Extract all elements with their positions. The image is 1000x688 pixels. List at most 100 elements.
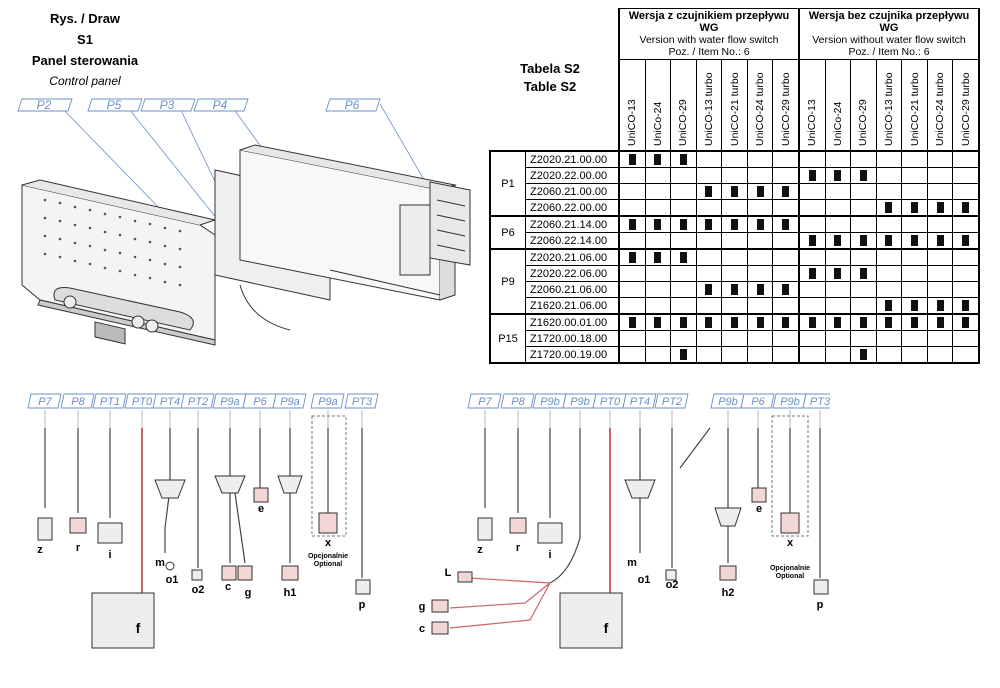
applicability-cell [926,215,954,233]
callout-label: P9a [318,396,338,408]
callout-frame [272,393,307,409]
applicability-cell [926,248,954,266]
applicability-mark [731,219,739,231]
applicability-cell [926,150,954,168]
applicability-cell [850,215,877,233]
label-x: x [325,537,332,549]
applicability-cell [746,150,774,168]
callout-label: PT2 [188,396,208,408]
panel-subtitle: Control panel [49,74,121,88]
applicability-cell [617,232,646,250]
label-p: p [817,599,824,611]
label-z: z [477,544,483,556]
table-row: Z1720.00.19.00 [490,346,981,364]
front-cover-vents [43,198,182,287]
applicability-cell [952,265,981,282]
applicability-mark [628,252,636,264]
applicability-cell [746,183,774,200]
label-f: f [604,620,609,636]
applicability-cell [952,346,981,364]
applicability-cell [952,330,981,347]
callout-p4: P4 [213,98,228,112]
applicability-cell [721,167,748,184]
table-row: Z2060.22.00.00 [490,199,981,217]
connector-r [509,517,527,534]
applicability-cell [901,281,928,298]
label-m: m [627,557,637,569]
callout-p5: P5 [107,98,122,112]
wire-c-g [229,428,246,564]
applicability-cell [926,330,954,347]
applicability-cell [952,150,981,168]
applicability-cell [850,313,877,331]
label-o2: o2 [192,584,205,596]
applicability-cell [952,199,981,217]
applicability-cell [644,150,672,168]
left-wires [44,428,363,598]
callout-label: PT0 [132,396,153,408]
applicability-cell [644,232,672,250]
applicability-cell [797,265,826,282]
label-h1: h1 [284,587,297,599]
model-header-with: UniCO-24 turbo [746,59,774,152]
part-code: Z1720.00.18.00 [525,330,620,347]
callout-frame [654,393,689,409]
applicability-cell [772,215,800,233]
applicability-cell [695,330,723,347]
applicability-cell [901,215,928,233]
applicability-cell [797,183,826,200]
applicability-cell [644,265,672,282]
applicability-mark [911,317,919,329]
callout-frame [180,393,215,409]
left-leader-lines [44,410,363,428]
position-cell: P15 [489,313,526,364]
applicability-mark [962,300,970,312]
applicability-cell [721,265,748,282]
applicability-cell [772,199,800,217]
applicability-cell [824,183,852,200]
model-name: UniCO-13 turbo [702,72,715,146]
part-code: Z2020.21.06.00 [525,248,620,266]
model-name: UniCO-24 turbo [754,72,767,146]
callout-frame [344,393,379,409]
applicability-mark [731,284,739,296]
applicability-cell [875,281,903,298]
applicability-cell [721,297,748,315]
applicability-mark [962,317,970,329]
callout-p2-frame [17,98,73,112]
applicability-cell [695,199,723,217]
applicability-cell [617,346,646,364]
group-without-title: Wersja bez czujnika przepływu WG [808,10,970,34]
applicability-cell [617,330,646,347]
callout-p2: P2 [37,98,52,112]
model-name: UniCO-13 [626,99,639,146]
applicability-mark [834,268,842,280]
applicability-mark [885,317,893,329]
applicability-mark [962,235,970,247]
applicability-cell [670,248,697,266]
label-g: g [245,587,252,599]
applicability-mark [808,170,816,182]
transformer-f [559,592,623,649]
applicability-cell [850,232,877,250]
callout-frame [92,393,127,409]
applicability-mark [705,317,713,329]
callout-p6: P6 [345,98,360,112]
applicability-cell [952,248,981,266]
applicability-cell [772,248,800,266]
connector-h2 [719,565,737,581]
callout-frame [740,393,775,409]
applicability-cell [772,297,800,315]
model-name: UniCO-13 [806,99,819,146]
applicability-cell [875,248,903,266]
applicability-cell [617,183,646,200]
applicability-cell [721,281,748,298]
applicability-cell [926,167,954,184]
applicability-cell [926,281,954,298]
applicability-cell [850,150,877,168]
label-r: r [516,542,521,554]
applicability-cell [824,248,852,266]
model-header-with: UniCO-13 turbo [695,59,723,152]
applicability-cell [617,150,646,168]
label-i: i [108,549,111,561]
